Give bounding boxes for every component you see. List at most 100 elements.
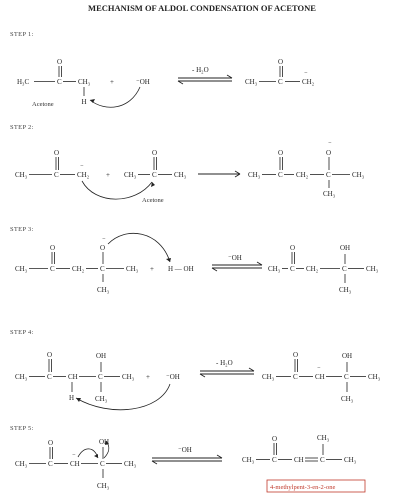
s2-ch3: CH₃ — [15, 171, 28, 179]
s3-charge: ⁻ — [102, 236, 106, 244]
s2-c: C — [54, 171, 59, 179]
p5-ch3r: CH₃ — [344, 456, 357, 464]
p5-ch3u: CH₃ — [317, 434, 330, 442]
p5-o: O — [272, 435, 277, 443]
double-bond — [273, 443, 277, 455]
p5-c1: C — [272, 456, 277, 464]
p3-oh: OH — [340, 244, 350, 252]
p5-c2: C — [320, 456, 325, 464]
step1-ch3: CH₃ — [78, 78, 91, 86]
p4-ch3: CH₃ — [262, 373, 275, 381]
equilibrium-arrow — [199, 367, 255, 378]
arrow-head — [151, 182, 155, 187]
s4-h: H — [69, 394, 74, 402]
p2-c1: C — [278, 171, 283, 179]
p2-o: O — [278, 149, 283, 157]
arrow-head — [105, 441, 109, 445]
s3-ch2: CH₂ — [72, 265, 85, 273]
double-bond — [291, 252, 295, 264]
p2-o2: O — [326, 149, 331, 157]
p3-o: O — [290, 244, 295, 252]
p2-c2: C — [326, 171, 331, 179]
s2-ace-ch3a: CH₃ — [124, 171, 137, 179]
s4-o: O — [47, 351, 52, 359]
p4-ch3r: CH₃ — [368, 373, 381, 381]
double-bond — [51, 252, 55, 264]
p3-ch2: CH₂ — [306, 265, 319, 273]
p1-charge: ⁻ — [304, 70, 308, 78]
step-3-label: STEP 3: — [10, 226, 34, 233]
p2-charge: ⁻ — [328, 140, 332, 148]
p5-ch: CH — [294, 456, 304, 464]
s5-o: O — [48, 439, 53, 447]
p4-c1: C — [293, 373, 298, 381]
step-3: STEP 3: CH₃ C O CH₂ C O ⁻ CH₃ CH₃ + H — … — [10, 226, 379, 294]
equilibrium-arrow — [211, 261, 263, 272]
s3-ch3r: CH₃ — [126, 265, 139, 273]
plus-sign: + — [146, 373, 150, 381]
s4-c2: C — [98, 373, 103, 381]
equilibrium-arrow — [177, 74, 233, 85]
plus-sign: + — [106, 171, 110, 179]
s5-ch: CH — [70, 460, 80, 468]
s5-charge: ⁻ — [72, 452, 76, 460]
step1-h: H — [82, 98, 87, 106]
p3-c2: C — [342, 265, 347, 273]
p4-o: O — [293, 351, 298, 359]
s4-ch3d: CH₃ — [95, 395, 108, 403]
step-4: STEP 4: CH₃ C O CH H C OH CH₃ CH₃ + ⁻OH … — [10, 329, 381, 411]
product-name-box — [266, 479, 366, 493]
step-2: STEP 2: CH₃ C O CH₂ ⁻ + CH₃ C O CH₃ Acet… — [10, 124, 365, 204]
curved-arrow — [107, 232, 171, 263]
double-bond — [305, 457, 318, 462]
s4-c1: C — [47, 373, 52, 381]
p3-ch3r: CH₃ — [366, 265, 379, 273]
s2-ace-o: O — [152, 149, 157, 157]
s5-c1: C — [48, 460, 53, 468]
s5-oh: OH — [99, 438, 109, 446]
s2-ace-ch3b: CH₃ — [174, 171, 187, 179]
double-bond — [49, 447, 53, 459]
hydroxide: ⁻OH — [166, 373, 180, 381]
p3-ch3: CH₃ — [268, 265, 281, 273]
double-bond — [279, 157, 283, 170]
double-bond — [279, 66, 283, 77]
p1-c: C — [278, 78, 283, 86]
s2-ch2: CH₂ — [77, 171, 90, 179]
equilibrium-arrow — [151, 454, 223, 465]
s2-o: O — [54, 149, 59, 157]
s4-ch3r: CH₃ — [122, 373, 135, 381]
s4-ch3: CH₃ — [15, 373, 28, 381]
curved-arrow — [89, 86, 141, 108]
s4-ch: CH — [68, 373, 78, 381]
s3-ch3: CH₃ — [15, 265, 28, 273]
p2-ch3d: CH₃ — [323, 190, 336, 198]
acetone-label: Acetone — [142, 197, 164, 204]
p4-charge: ⁻ — [317, 365, 321, 373]
p2-ch3: CH₃ — [248, 171, 261, 179]
double-bond — [294, 359, 298, 372]
s3-ch3d: CH₃ — [97, 286, 110, 294]
p5-ch3: CH₃ — [242, 456, 255, 464]
s2-charge: ⁻ — [80, 163, 84, 171]
p4-c2: C — [344, 373, 349, 381]
s2-ace-c: C — [152, 171, 157, 179]
p1-ch2: CH₂ — [302, 78, 315, 86]
p4-ch: CH — [315, 373, 325, 381]
s3-o: O — [50, 244, 55, 252]
plus-sign: + — [150, 265, 154, 273]
s3-o2: O — [100, 244, 105, 252]
reaction-arrow — [198, 170, 241, 178]
s5-ch3r: CH₃ — [124, 460, 137, 468]
p3-ch3d: CH₃ — [339, 286, 352, 294]
page-title: MECHANISM OF ALDOL CONDENSATION OF ACETO… — [88, 3, 316, 13]
step1-h3c: H₃C — [17, 78, 29, 86]
double-bond — [48, 359, 52, 372]
p4-ch3d: CH₃ — [341, 395, 354, 403]
p1-o: O — [278, 58, 283, 66]
step-4-label: STEP 4: — [10, 329, 34, 336]
double-bond — [153, 157, 157, 170]
arrow-head — [90, 99, 95, 103]
p4-oh: OH — [342, 352, 352, 360]
